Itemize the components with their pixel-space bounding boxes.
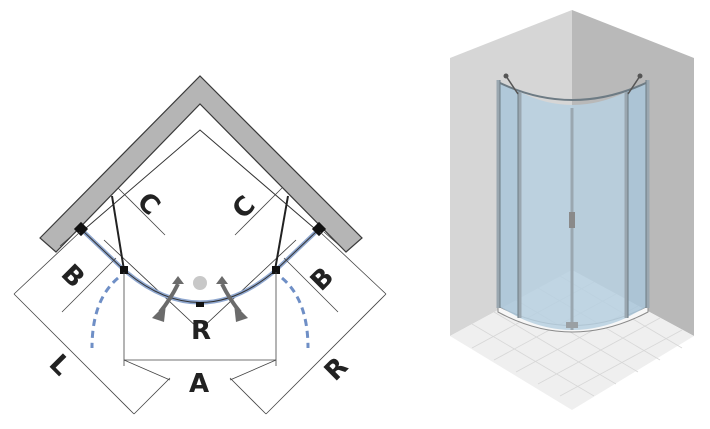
- dim-b-right-ext: [323, 231, 341, 247]
- plan-c-left-ext: [117, 187, 166, 236]
- dim-b-left-ext: [59, 231, 77, 247]
- plan-fixed-panel-left-edge: [81, 229, 125, 271]
- plan-fixed-panel-right-edge: [275, 229, 319, 271]
- dim-r-ext-bottom: [229, 377, 267, 415]
- plan-tray-edge: [103, 239, 201, 331]
- dim-b-right-line: [283, 257, 339, 313]
- dim-r-line: [265, 293, 387, 415]
- label-length-l: L: [43, 349, 76, 382]
- plan-c-right-ext: [234, 187, 283, 236]
- door-handle: [569, 212, 575, 228]
- label-width-a: A: [189, 369, 209, 399]
- plan-handle: [196, 302, 204, 307]
- curved-arrow-icon: [216, 276, 228, 284]
- wall-bracket-left: [503, 73, 509, 79]
- plan-wall: [39, 75, 363, 253]
- wall-bracket-right: [637, 73, 643, 79]
- plan-support-bar-right: [274, 195, 289, 271]
- dim-b-left-line: [61, 257, 117, 313]
- label-c-left: C: [131, 187, 166, 222]
- label-radius: R: [191, 316, 211, 346]
- frame-posts: [496, 80, 650, 330]
- dim-r-diag-inner: [229, 359, 277, 381]
- curved-arrow-icon: [234, 304, 248, 322]
- dim-l-ext-bottom: [133, 377, 171, 415]
- label-b-right: B: [305, 262, 340, 297]
- curved-arrow-icon: [172, 276, 184, 284]
- perspective-view: [450, 10, 694, 410]
- plan-door-swing-right: [281, 276, 310, 349]
- dim-l-ext-top: [13, 231, 81, 295]
- stabilizer-bar-right: [627, 75, 641, 95]
- label-radius-outer: R: [319, 352, 354, 387]
- label-c-right: C: [227, 190, 262, 225]
- glass-panel-right: [626, 82, 648, 318]
- dim-l-diag-inner: [123, 359, 171, 381]
- plan-door-swing-left: [90, 276, 119, 349]
- plan-support-bar-left: [111, 195, 125, 271]
- drain-icon: [566, 322, 578, 328]
- plan-wall-profile-right: [311, 221, 327, 237]
- curved-arrow-icon: [152, 304, 166, 322]
- stabilizer-bar-left: [505, 75, 519, 95]
- plan-hinge-left: [120, 266, 128, 274]
- drain-icon: [193, 276, 207, 290]
- plan-view: C C B B R A L R: [13, 75, 387, 415]
- plan-hinge-right: [272, 266, 280, 274]
- dim-l-line: [13, 293, 135, 415]
- frame-post-edges: [499, 80, 647, 318]
- plan-tray-edge: [199, 239, 297, 331]
- dim-r-ext-top: [319, 231, 387, 295]
- plan-tray-outline: [85, 129, 315, 229]
- glass-panel-left: [498, 82, 520, 318]
